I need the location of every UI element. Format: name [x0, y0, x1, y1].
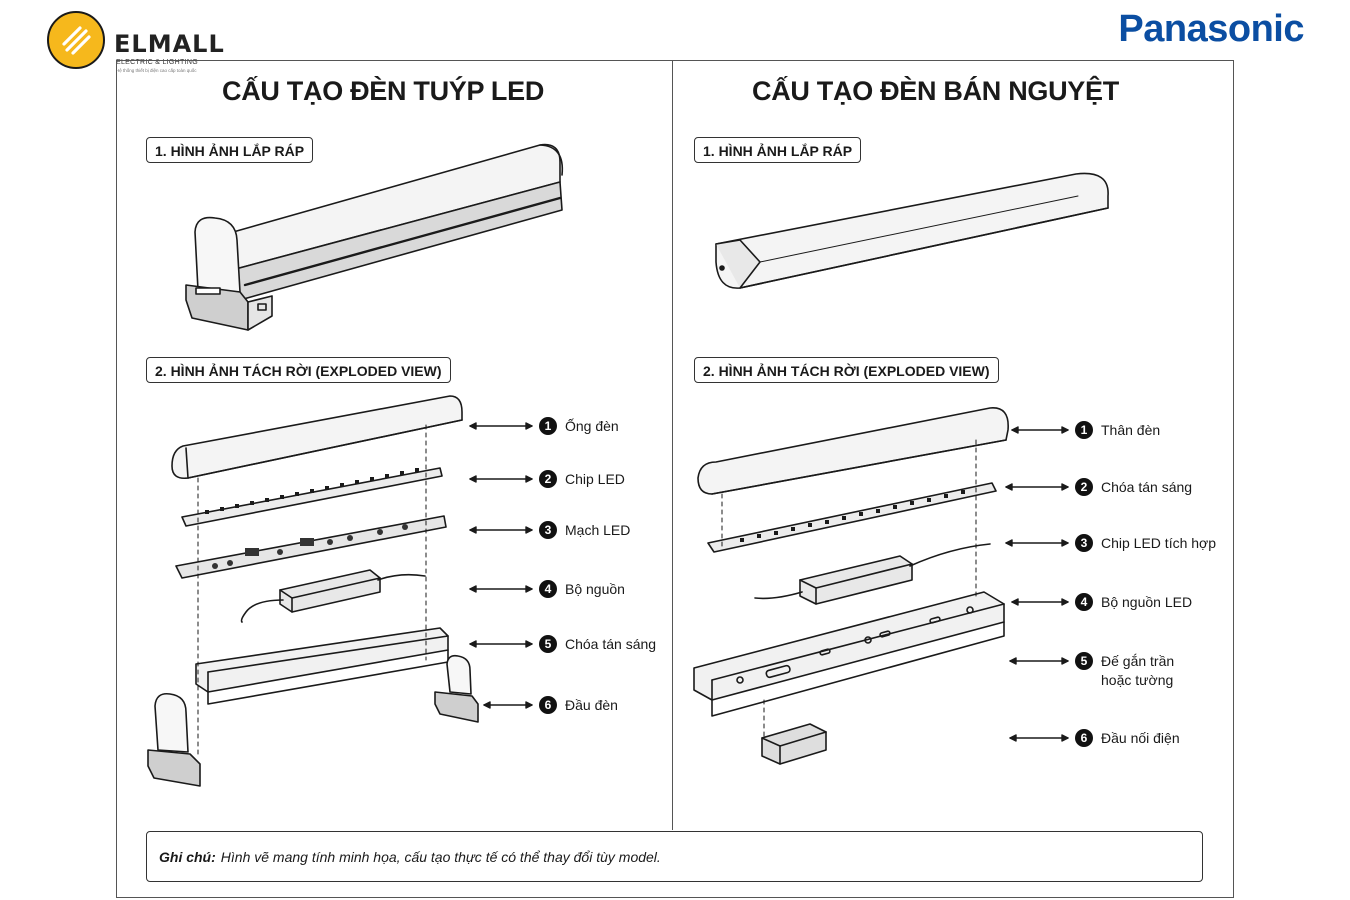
callout-label: Bộ nguồn: [565, 581, 625, 597]
note-prefix: Ghi chú:: [159, 848, 216, 865]
right-callout-4: 4 Bộ nguồn LED: [1075, 593, 1192, 612]
callout-label: Chóa tán sáng: [565, 636, 657, 652]
callout-label-line2: hoặc tường: [1101, 672, 1174, 688]
callout-number: 2: [539, 470, 557, 488]
left-section-assembled: 1. HÌNH ẢNH LẮP RÁP: [146, 137, 314, 163]
callout-label: Đầu đèn: [565, 697, 618, 713]
callout-number: 5: [539, 635, 557, 653]
tube-exploded-drawing: [147, 395, 479, 787]
callout-label: Đế gắn trần hoặc tường: [1101, 652, 1174, 690]
left-callout-1: 1 Ống đèn: [539, 417, 619, 436]
brand-tagline: ELECTRIC & LIGHTING: [116, 59, 198, 66]
callout-number: 4: [539, 580, 557, 598]
halfmoon-exploded-drawing: [693, 407, 1009, 765]
note-box: Ghi chú: Hình vẽ mang tính minh họa, cấu…: [146, 831, 1203, 882]
elmall-logo-icon: [47, 11, 105, 69]
callout-label: Đầu nối điện: [1101, 730, 1180, 746]
callout-number: 3: [539, 521, 557, 539]
right-callout-3: 3 Chip LED tích hợp: [1075, 534, 1216, 553]
panasonic-logo: Panasonic: [1118, 8, 1304, 50]
elmall-logo: ELMALL ELECTRIC & LIGHTING Hệ thống thiế…: [46, 10, 246, 73]
callout-label: Thân đèn: [1101, 422, 1161, 438]
callout-label: Chip LED tích hợp: [1101, 535, 1217, 551]
callout-label: Chip LED: [565, 471, 625, 487]
callout-number: 6: [1075, 729, 1093, 747]
left-callout-4: 4 Bộ nguồn: [539, 580, 625, 599]
right-callout-5: 5 Đế gắn trần hoặc tường: [1075, 652, 1174, 690]
callout-label: Chóa tán sáng: [1101, 479, 1193, 495]
panel-divider: [672, 60, 673, 830]
right-callout-6: 6 Đầu nối điện: [1075, 729, 1180, 748]
note-text: Hình vẽ mang tính minh họa, cấu tạo thực…: [220, 848, 661, 865]
callout-number: 3: [1075, 534, 1093, 552]
left-section-exploded: 2. HÌNH ẢNH TÁCH RỜI (EXPLODED VIEW): [146, 357, 451, 383]
left-callout-6: 6 Đầu đèn: [539, 696, 618, 715]
callout-label: Mạch LED: [565, 522, 631, 538]
diagram-frame: [116, 60, 1234, 898]
right-callout-2: 2 Chóa tán sáng: [1075, 478, 1192, 497]
left-callout-3: 3 Mạch LED: [539, 521, 630, 540]
callout-number: 4: [1075, 593, 1093, 611]
tube-assembled-drawing: [185, 143, 564, 331]
callout-number: 1: [539, 417, 557, 435]
right-panel-title: CẤU TẠO ĐÈN BÁN NGUYỆT: [752, 76, 1119, 106]
callout-number: 1: [1075, 421, 1093, 439]
left-callout-5: 5 Chóa tán sáng: [539, 635, 656, 654]
left-panel-title: CẤU TẠO ĐÈN TUÝP LED: [222, 76, 545, 106]
right-callout-arrows: [1005, 426, 1069, 742]
brand-subtag: Hệ thống thiết bị điện cao cấp toàn quốc: [116, 68, 197, 73]
brand-name: ELMALL: [114, 30, 225, 58]
left-callout-2: 2 Chip LED: [539, 470, 625, 489]
callout-number: 2: [1075, 478, 1093, 496]
callout-label-line1: Đế gắn trần: [1101, 653, 1175, 669]
callout-label: Ống đèn: [565, 418, 619, 434]
callout-label: Bộ nguồn LED: [1101, 594, 1193, 610]
callout-number: 5: [1075, 652, 1093, 670]
right-section-exploded: 2. HÌNH ẢNH TÁCH RỜI (EXPLODED VIEW): [694, 357, 999, 383]
right-section-assembled: 1. HÌNH ẢNH LẮP RÁP: [694, 137, 862, 163]
halfmoon-assembled-drawing: [715, 172, 1109, 289]
left-callout-arrows: [469, 422, 533, 709]
callout-number: 6: [539, 696, 557, 714]
right-callout-1: 1 Thân đèn: [1075, 421, 1160, 440]
